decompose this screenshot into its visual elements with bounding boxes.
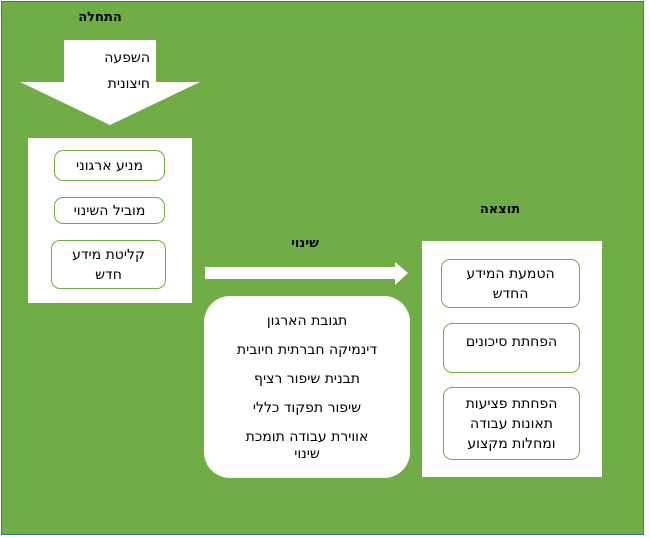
- change-item: תגובת הארגון: [266, 313, 348, 329]
- start-item: מניע ארגוני: [54, 150, 165, 181]
- change-arrow: [205, 262, 408, 285]
- change-item: דינמיקה חברתית חיובית: [236, 342, 378, 358]
- arrow-text-line2: חיצונית: [107, 76, 150, 92]
- change-list: תגובת הארגון דינמיקה חברתית חיובית תבנית…: [214, 313, 400, 463]
- start-title: התחלה: [78, 10, 122, 25]
- start-item: קליטת מידע חדש: [51, 240, 166, 289]
- change-title: שינוי: [291, 236, 319, 251]
- change-item: שיפור תפקוד כללי: [252, 400, 362, 416]
- change-item: אווירת עבודה תומכת שינוי: [245, 429, 369, 462]
- result-title: תוצאה: [479, 202, 521, 217]
- result-item: הפחתת פציעות תאונות עבודה ומחלות מקצוע: [443, 387, 580, 460]
- arrow-text-line1: השפעה: [104, 50, 150, 66]
- change-item: תבנית שיפור רציף: [254, 371, 360, 387]
- result-item: הטמעת המידע החדש: [441, 259, 580, 308]
- external-influence-arrow: [20, 40, 200, 125]
- change-box: [204, 296, 410, 478]
- result-item: הפחתת סיכונים: [443, 323, 580, 373]
- start-item: מוביל השינוי: [54, 197, 165, 224]
